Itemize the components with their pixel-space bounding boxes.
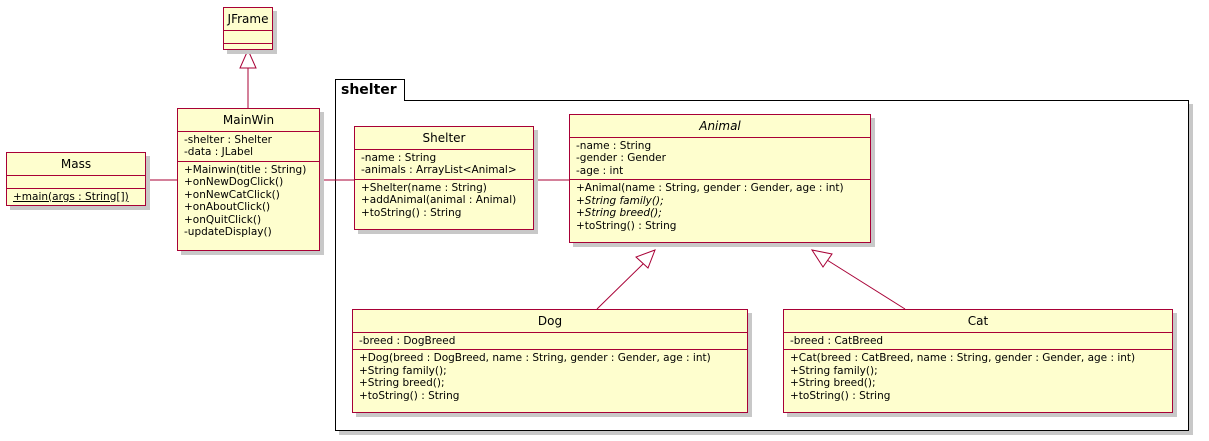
method: +Animal(name : String, gender : Gender, … [576, 182, 844, 194]
attribute: -breed : DogBreed [359, 334, 456, 347]
class-mass[interactable]: Mass +main(args : String[]) [6, 152, 146, 206]
attribute: -shelter : Shelter [184, 133, 272, 146]
method: +String breed(); [359, 377, 445, 389]
attributes-section: -name : String -animals : ArrayList<Anim… [355, 150, 533, 180]
generalization-arrowhead-cat [810, 249, 833, 268]
class-name: Shelter [355, 127, 533, 150]
class-cat[interactable]: Cat -breed : CatBreed +Cat(breed : CatBr… [783, 309, 1173, 413]
class-dog[interactable]: Dog -breed : DogBreed +Dog(breed : DogBr… [352, 309, 748, 413]
method: +onNewDogClick() [184, 176, 284, 188]
attribute: -animals : ArrayList<Animal> [361, 164, 517, 176]
methods-section: +Mainwin(title : String) +onNewDogClick(… [178, 162, 319, 241]
methods-section: +Animal(name : String, gender : Gender, … [570, 180, 870, 234]
method: +String family(); [790, 364, 878, 377]
class-name: JFrame [224, 8, 272, 31]
method: +onAboutClick() [184, 201, 271, 213]
method: +onNewCatClick() [184, 188, 280, 201]
method: +Dog(breed : DogBreed, name : String, ge… [359, 352, 711, 364]
attribute: -data : JLabel [184, 146, 254, 158]
method: +addAnimal(animal : Animal) [361, 194, 517, 206]
class-mainwin[interactable]: MainWin -shelter : Shelter -data : JLabe… [177, 108, 320, 251]
class-jframe[interactable]: JFrame [223, 7, 273, 50]
method: +String family(); [359, 364, 447, 377]
attribute: -name : String [576, 139, 652, 152]
methods-section: +Shelter(name : String) +addAnimal(anima… [355, 180, 533, 222]
method: +toString() : String [576, 219, 677, 232]
generalization-arrowhead-dog [635, 249, 656, 269]
method: +Mainwin(title : String) [184, 163, 307, 176]
method: +toString() : String [790, 389, 891, 402]
abstract-method: +String family(); [576, 194, 664, 207]
class-name: Mass [7, 153, 145, 176]
generalization-arrowhead-jframe [239, 48, 257, 69]
method: +String breed(); [790, 377, 876, 389]
attribute: -name : String [361, 151, 437, 164]
class-name: Animal [570, 115, 870, 138]
method: +onQuitClick() [184, 213, 262, 226]
method: +Cat(breed : CatBreed, name : String, ge… [790, 352, 1136, 364]
method: +toString() : String [361, 206, 462, 219]
attributes-section: -shelter : Shelter -data : JLabel [178, 132, 319, 162]
methods-section: +main(args : String[]) [7, 189, 145, 206]
abstract-method: +String breed(); [576, 207, 662, 219]
attributes-section: -breed : DogBreed [353, 333, 747, 350]
package-label: shelter [335, 79, 405, 101]
class-name: Cat [784, 310, 1172, 333]
method: +toString() : String [359, 389, 460, 402]
generalization-dog-animal [596, 262, 645, 310]
methods-section: +Dog(breed : DogBreed, name : String, ge… [353, 350, 747, 404]
attributes-section: -name : String -gender : Gender -age : i… [570, 138, 870, 180]
attributes-section [7, 176, 145, 189]
method: +main(args : String[]) [13, 190, 129, 203]
class-animal[interactable]: Animal -name : String -gender : Gender -… [569, 114, 871, 243]
attributes-section [224, 31, 272, 44]
attribute: -age : int [576, 164, 624, 177]
class-name: Dog [353, 310, 747, 333]
class-shelter[interactable]: Shelter -name : String -animals : ArrayL… [354, 126, 534, 230]
generalization-cat-animal [826, 259, 906, 310]
method: -updateDisplay() [184, 226, 272, 238]
methods-section: +Cat(breed : CatBreed, name : String, ge… [784, 350, 1172, 404]
attribute: -gender : Gender [576, 152, 666, 164]
class-name: MainWin [178, 109, 319, 132]
methods-section [224, 44, 272, 56]
attributes-section: -breed : CatBreed [784, 333, 1172, 350]
method: +Shelter(name : String) [361, 181, 487, 194]
attribute: -breed : CatBreed [790, 334, 884, 347]
